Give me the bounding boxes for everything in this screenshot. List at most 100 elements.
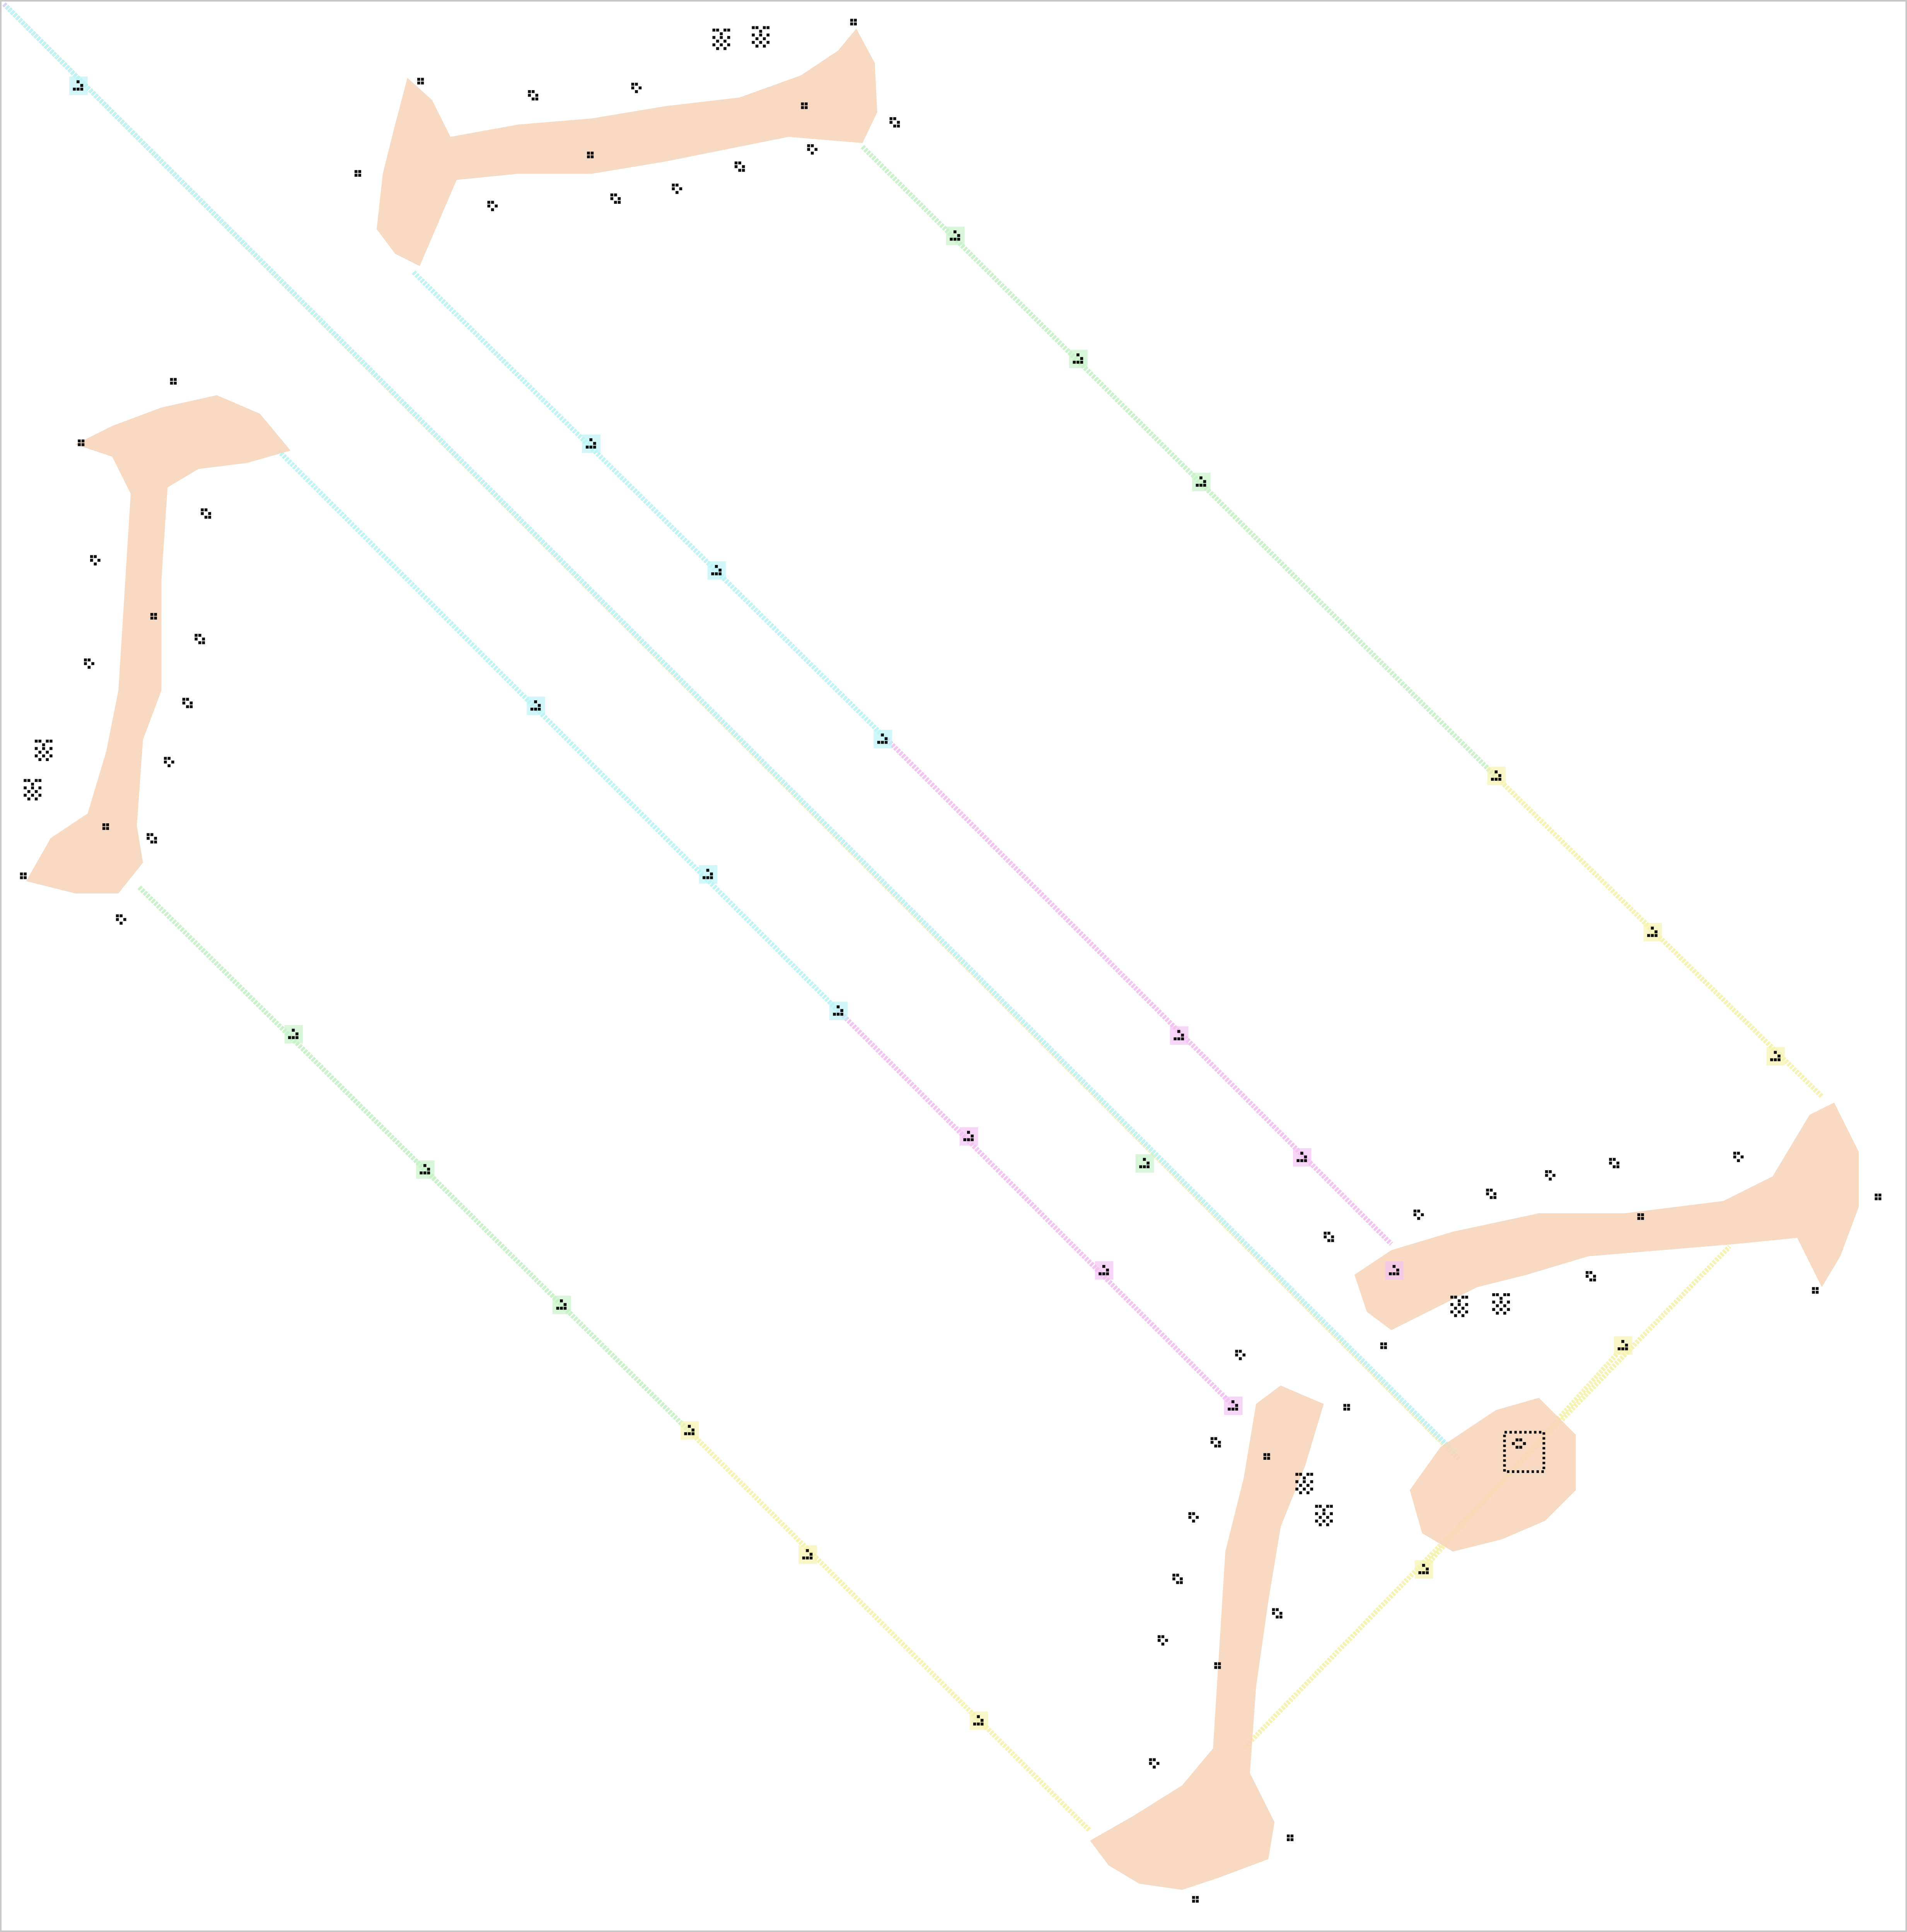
boat-cell-15-0	[116, 914, 119, 918]
cluster-cell-3-8	[27, 790, 31, 793]
glider-cell-16-4	[691, 1432, 695, 1435]
glider-cell-17-3	[806, 1556, 809, 1560]
cluster-cell-5-4	[1492, 1301, 1495, 1304]
block-2	[587, 152, 594, 159]
cluster-cell-6-5	[1303, 1476, 1306, 1480]
glider-7	[946, 227, 965, 245]
reaction-envelope-0	[377, 28, 877, 266]
cluster-cell-0-9	[723, 39, 727, 43]
ship-cell-6-3	[617, 197, 621, 200]
cluster-cell-3-13	[27, 797, 31, 800]
block-cell-6-2	[78, 443, 81, 446]
block-cell-18-3	[1196, 1900, 1199, 1903]
glider-cell-22-2	[1098, 1272, 1102, 1275]
ship-8	[201, 508, 212, 519]
block-cell-7-2	[150, 616, 154, 620]
block-cell-15-2	[1263, 1457, 1267, 1460]
glider-cell-26-4	[1625, 1347, 1628, 1350]
cluster-cell-3-5	[31, 783, 34, 786]
block-cell-13-2	[1380, 1346, 1383, 1349]
block-cell-5-2	[170, 381, 173, 385]
cluster-cell-0-13	[716, 47, 719, 50]
block-cell-7-1	[154, 613, 157, 616]
glider-12	[1766, 1047, 1785, 1066]
glider-cell-23-2	[1228, 1408, 1231, 1411]
block-cell-11-3	[1878, 1197, 1881, 1200]
beehive-cell-0-4	[1515, 1446, 1519, 1449]
glider-11	[1643, 923, 1662, 942]
glider-cell-3-0	[881, 733, 884, 737]
ship-cell-6-2	[610, 197, 614, 200]
cluster-cell-2-4	[34, 747, 38, 750]
cluster-cell-7-10	[1315, 1519, 1318, 1523]
glider-9	[1192, 473, 1211, 492]
boat-cell-25-1	[1192, 1512, 1195, 1516]
cluster-cell-4-6	[1458, 1303, 1461, 1306]
glider-cell-19-0	[1177, 1030, 1180, 1033]
cluster-cell-0-12	[727, 43, 730, 46]
glider-cell-0-4	[80, 87, 84, 91]
boat-cell-9-3	[97, 559, 101, 562]
boat-cell-27-3	[1165, 1639, 1168, 1642]
block-8	[102, 823, 109, 830]
block-6	[78, 439, 85, 446]
glider-halo-4	[527, 696, 545, 715]
boat-cell-23-2	[1235, 1353, 1238, 1357]
cluster-cell-2-11	[42, 754, 45, 758]
block-cell-0-0	[417, 78, 420, 81]
glider-cell-16-3	[687, 1432, 691, 1435]
cluster-cell-5-9	[1503, 1304, 1506, 1307]
cluster-cell-6-9	[1306, 1484, 1310, 1487]
glider-halo-18	[969, 1711, 988, 1730]
block-cell-17-0	[1287, 1834, 1290, 1838]
ship-2	[734, 161, 745, 172]
glider-cell-7-2	[950, 237, 953, 241]
boat-cell-25-0	[1188, 1512, 1192, 1516]
cluster-cell-6-11	[1303, 1487, 1306, 1491]
glider-19	[1170, 1026, 1189, 1045]
cluster-cell-0-11	[720, 43, 723, 46]
block-cell-16-0	[1214, 1662, 1217, 1666]
glider-cell-22-3	[1102, 1272, 1105, 1275]
glider-4	[527, 696, 545, 715]
glider-halo-13	[284, 1025, 303, 1044]
glider-halo-5	[699, 865, 718, 884]
cluster-cell-0-14	[723, 47, 727, 50]
boat-cell-11-1	[87, 658, 91, 662]
block-cell-10-0	[1637, 1213, 1641, 1217]
cluster-cell-2-9	[46, 751, 49, 754]
ship-cell-24-2	[1210, 1440, 1214, 1444]
cluster-cell-3-9	[34, 790, 38, 793]
block-5	[170, 378, 177, 385]
boat-cell-19-2	[1545, 1174, 1548, 1177]
glider-5	[699, 865, 718, 884]
boat-cell-7-3	[679, 187, 682, 190]
boat-cell-19-0	[1545, 1170, 1548, 1173]
cluster-cell-0-5	[720, 32, 723, 36]
boat-3	[807, 144, 818, 155]
ship-cell-10-2	[194, 637, 198, 641]
ship-cell-14-5	[154, 840, 157, 844]
cluster-cell-5-8	[1496, 1304, 1499, 1307]
glider-cell-5-3	[706, 876, 710, 879]
cluster-cell-2-6	[42, 747, 45, 750]
glider-halo-14	[416, 1160, 435, 1179]
ship-10	[194, 634, 205, 644]
boat-cell-11-3	[91, 662, 94, 665]
cluster-cell-7-14	[1326, 1523, 1329, 1526]
block-10	[1637, 1213, 1644, 1220]
cluster-cell-6-1	[1299, 1473, 1302, 1476]
cluster-0	[712, 28, 730, 50]
glider-cell-5-1	[710, 872, 713, 876]
ship-cell-16-5	[1331, 1239, 1334, 1242]
glider-15	[553, 1295, 571, 1314]
glider-cell-4-2	[530, 707, 534, 711]
glider-cell-10-2	[1491, 778, 1494, 781]
block-cell-5-1	[174, 378, 177, 381]
lane-line-10	[688, 1430, 1092, 1833]
glider-cell-11-2	[1647, 934, 1650, 937]
glider-halo-3	[873, 730, 892, 748]
block-cell-2-3	[590, 155, 594, 159]
